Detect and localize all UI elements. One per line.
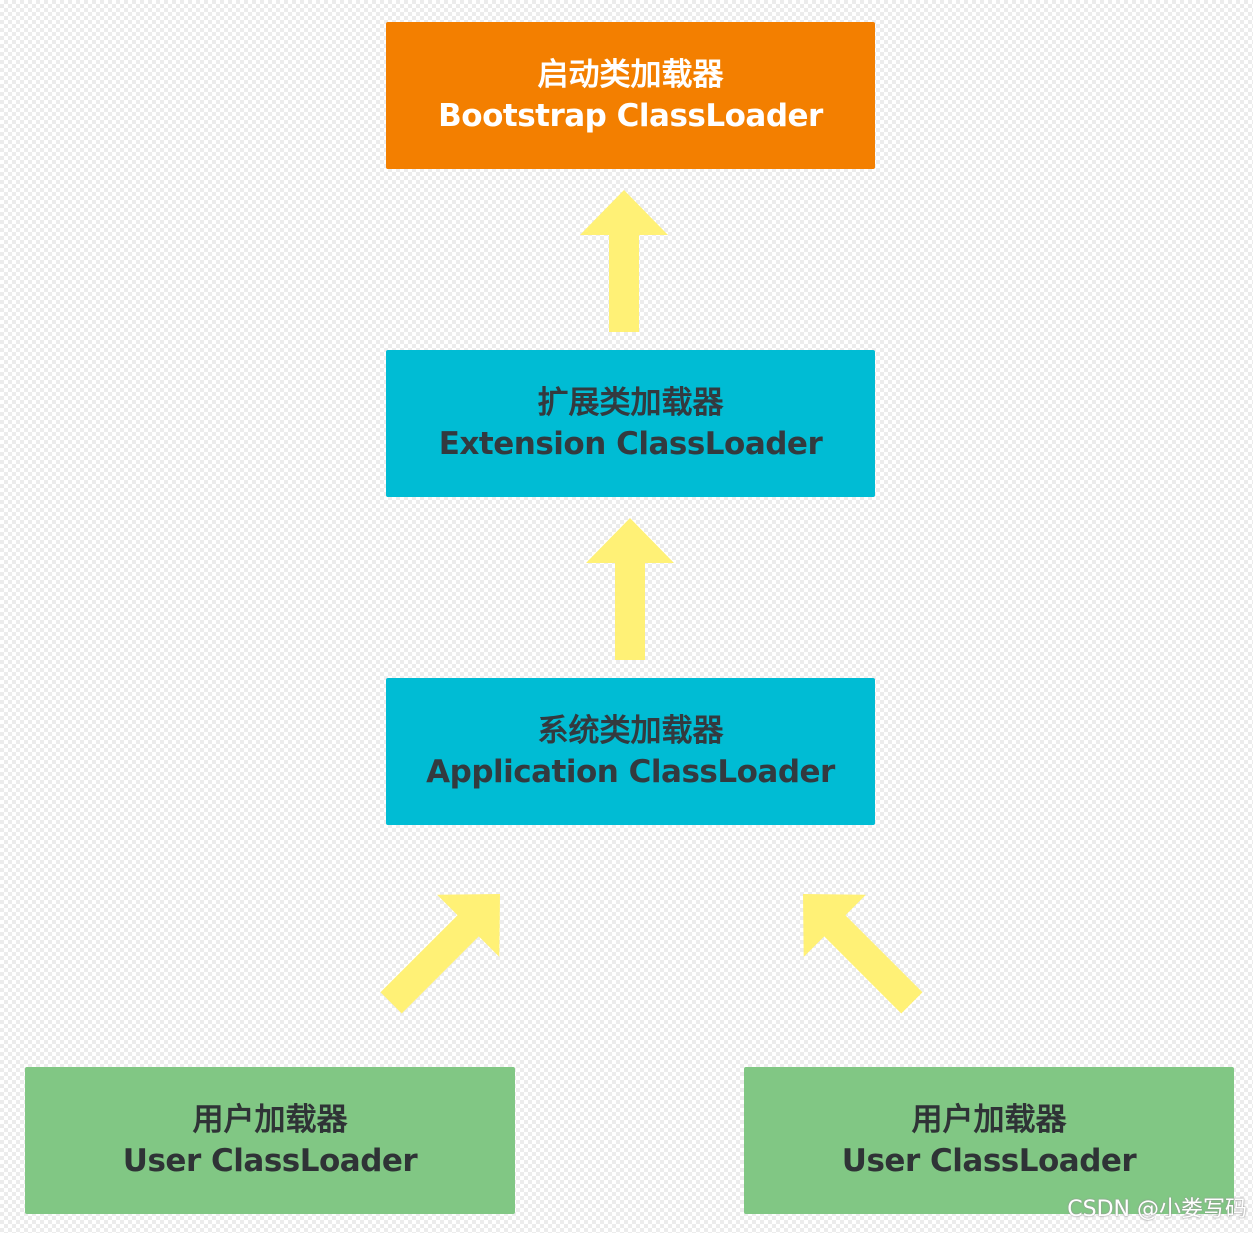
bootstrap-en-label: Bootstrap ClassLoader bbox=[438, 97, 823, 134]
arrow-user-right-to-application bbox=[803, 894, 923, 1014]
extension-classloader-box: 扩展类加载器 Extension ClassLoader bbox=[386, 350, 875, 497]
extension-en-label: Extension ClassLoader bbox=[438, 425, 823, 462]
arrow-application-to-extension bbox=[586, 518, 674, 660]
user-right-zh-label: 用户加载器 bbox=[911, 1102, 1067, 1139]
user-right-en-label: User ClassLoader bbox=[841, 1142, 1137, 1179]
user-classloader-box-left: 用户加载器 User ClassLoader bbox=[25, 1067, 515, 1214]
application-zh-label: 系统类加载器 bbox=[537, 713, 724, 750]
user-left-en-label: User ClassLoader bbox=[122, 1142, 418, 1179]
arrow-user-left-to-application bbox=[380, 894, 500, 1014]
application-classloader-box: 系统类加载器 Application ClassLoader bbox=[386, 678, 875, 825]
csdn-watermark: CSDN @小娄写码 bbox=[1067, 1197, 1247, 1222]
bootstrap-zh-label: 启动类加载器 bbox=[537, 57, 724, 94]
arrow-extension-to-bootstrap bbox=[580, 190, 668, 332]
bootstrap-classloader-box: 启动类加载器 Bootstrap ClassLoader bbox=[386, 22, 875, 169]
application-en-label: Application ClassLoader bbox=[426, 753, 835, 790]
user-left-zh-label: 用户加载器 bbox=[192, 1102, 348, 1139]
user-classloader-box-right: 用户加载器 User ClassLoader bbox=[744, 1067, 1234, 1214]
extension-zh-label: 扩展类加载器 bbox=[537, 385, 724, 422]
